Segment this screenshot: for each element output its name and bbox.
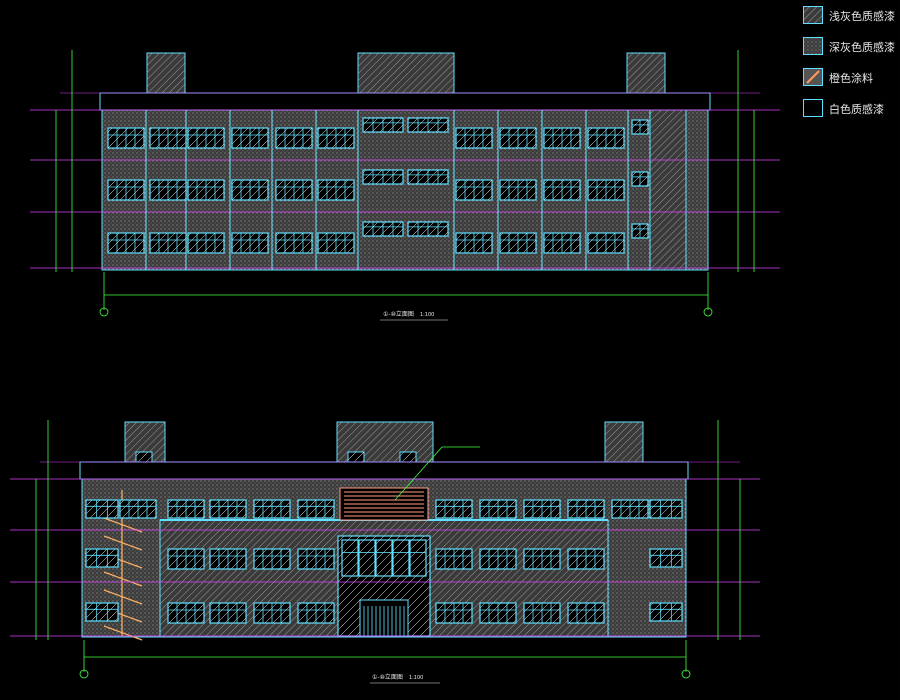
drawing-scale: 1:100 — [408, 675, 424, 681]
window — [649, 602, 683, 622]
parapet-2 — [79, 461, 689, 480]
roof-box-center — [357, 52, 455, 94]
legend-label: 白色质感漆 — [829, 103, 884, 116]
window — [85, 602, 119, 622]
parapet — [99, 92, 711, 111]
roof-box-right-2 — [604, 421, 644, 463]
legend-item: 橙色涂料 — [803, 68, 900, 99]
stipple-dark-swatch-icon — [803, 37, 823, 55]
orange-swatch-icon — [803, 68, 823, 86]
legend-item: 白色质感漆 — [803, 99, 900, 130]
drawing-scale: 1:100 — [419, 312, 435, 318]
legend-label: 浅灰色质感漆 — [829, 10, 895, 23]
legend-label: 橙色涂料 — [829, 72, 873, 85]
drawing-title-lower: ①-⑩立面图 1:100 — [372, 672, 423, 681]
material-legend: 浅灰色质感漆 深灰色质感漆 橙色涂料 白色质感漆 — [803, 6, 900, 130]
roof-box-right — [626, 52, 666, 94]
window — [409, 539, 427, 577]
window — [649, 548, 683, 568]
window — [649, 499, 683, 519]
window — [358, 539, 376, 577]
legend-label: 深灰色质感漆 — [829, 41, 895, 54]
hatch-light-swatch-icon — [803, 6, 823, 24]
window — [341, 539, 359, 577]
lower-elevation — [10, 420, 760, 684]
drawing-title-text: ①-⑩立面图 — [383, 311, 414, 318]
legend-item: 浅灰色质感漆 — [803, 6, 900, 37]
window — [85, 499, 119, 519]
legend-item: 深灰色质感漆 — [803, 37, 900, 68]
upper-elevation — [30, 50, 780, 321]
stair-tower — [649, 109, 687, 271]
white-swatch-icon — [803, 99, 823, 117]
window — [85, 548, 119, 568]
window — [392, 539, 410, 577]
drawing-title-text: ①-⑩立面图 — [372, 674, 403, 681]
roof-box-left — [146, 52, 186, 94]
drawing-title-upper: ①-⑩立面图 1:100 — [383, 309, 434, 318]
window — [375, 539, 393, 577]
